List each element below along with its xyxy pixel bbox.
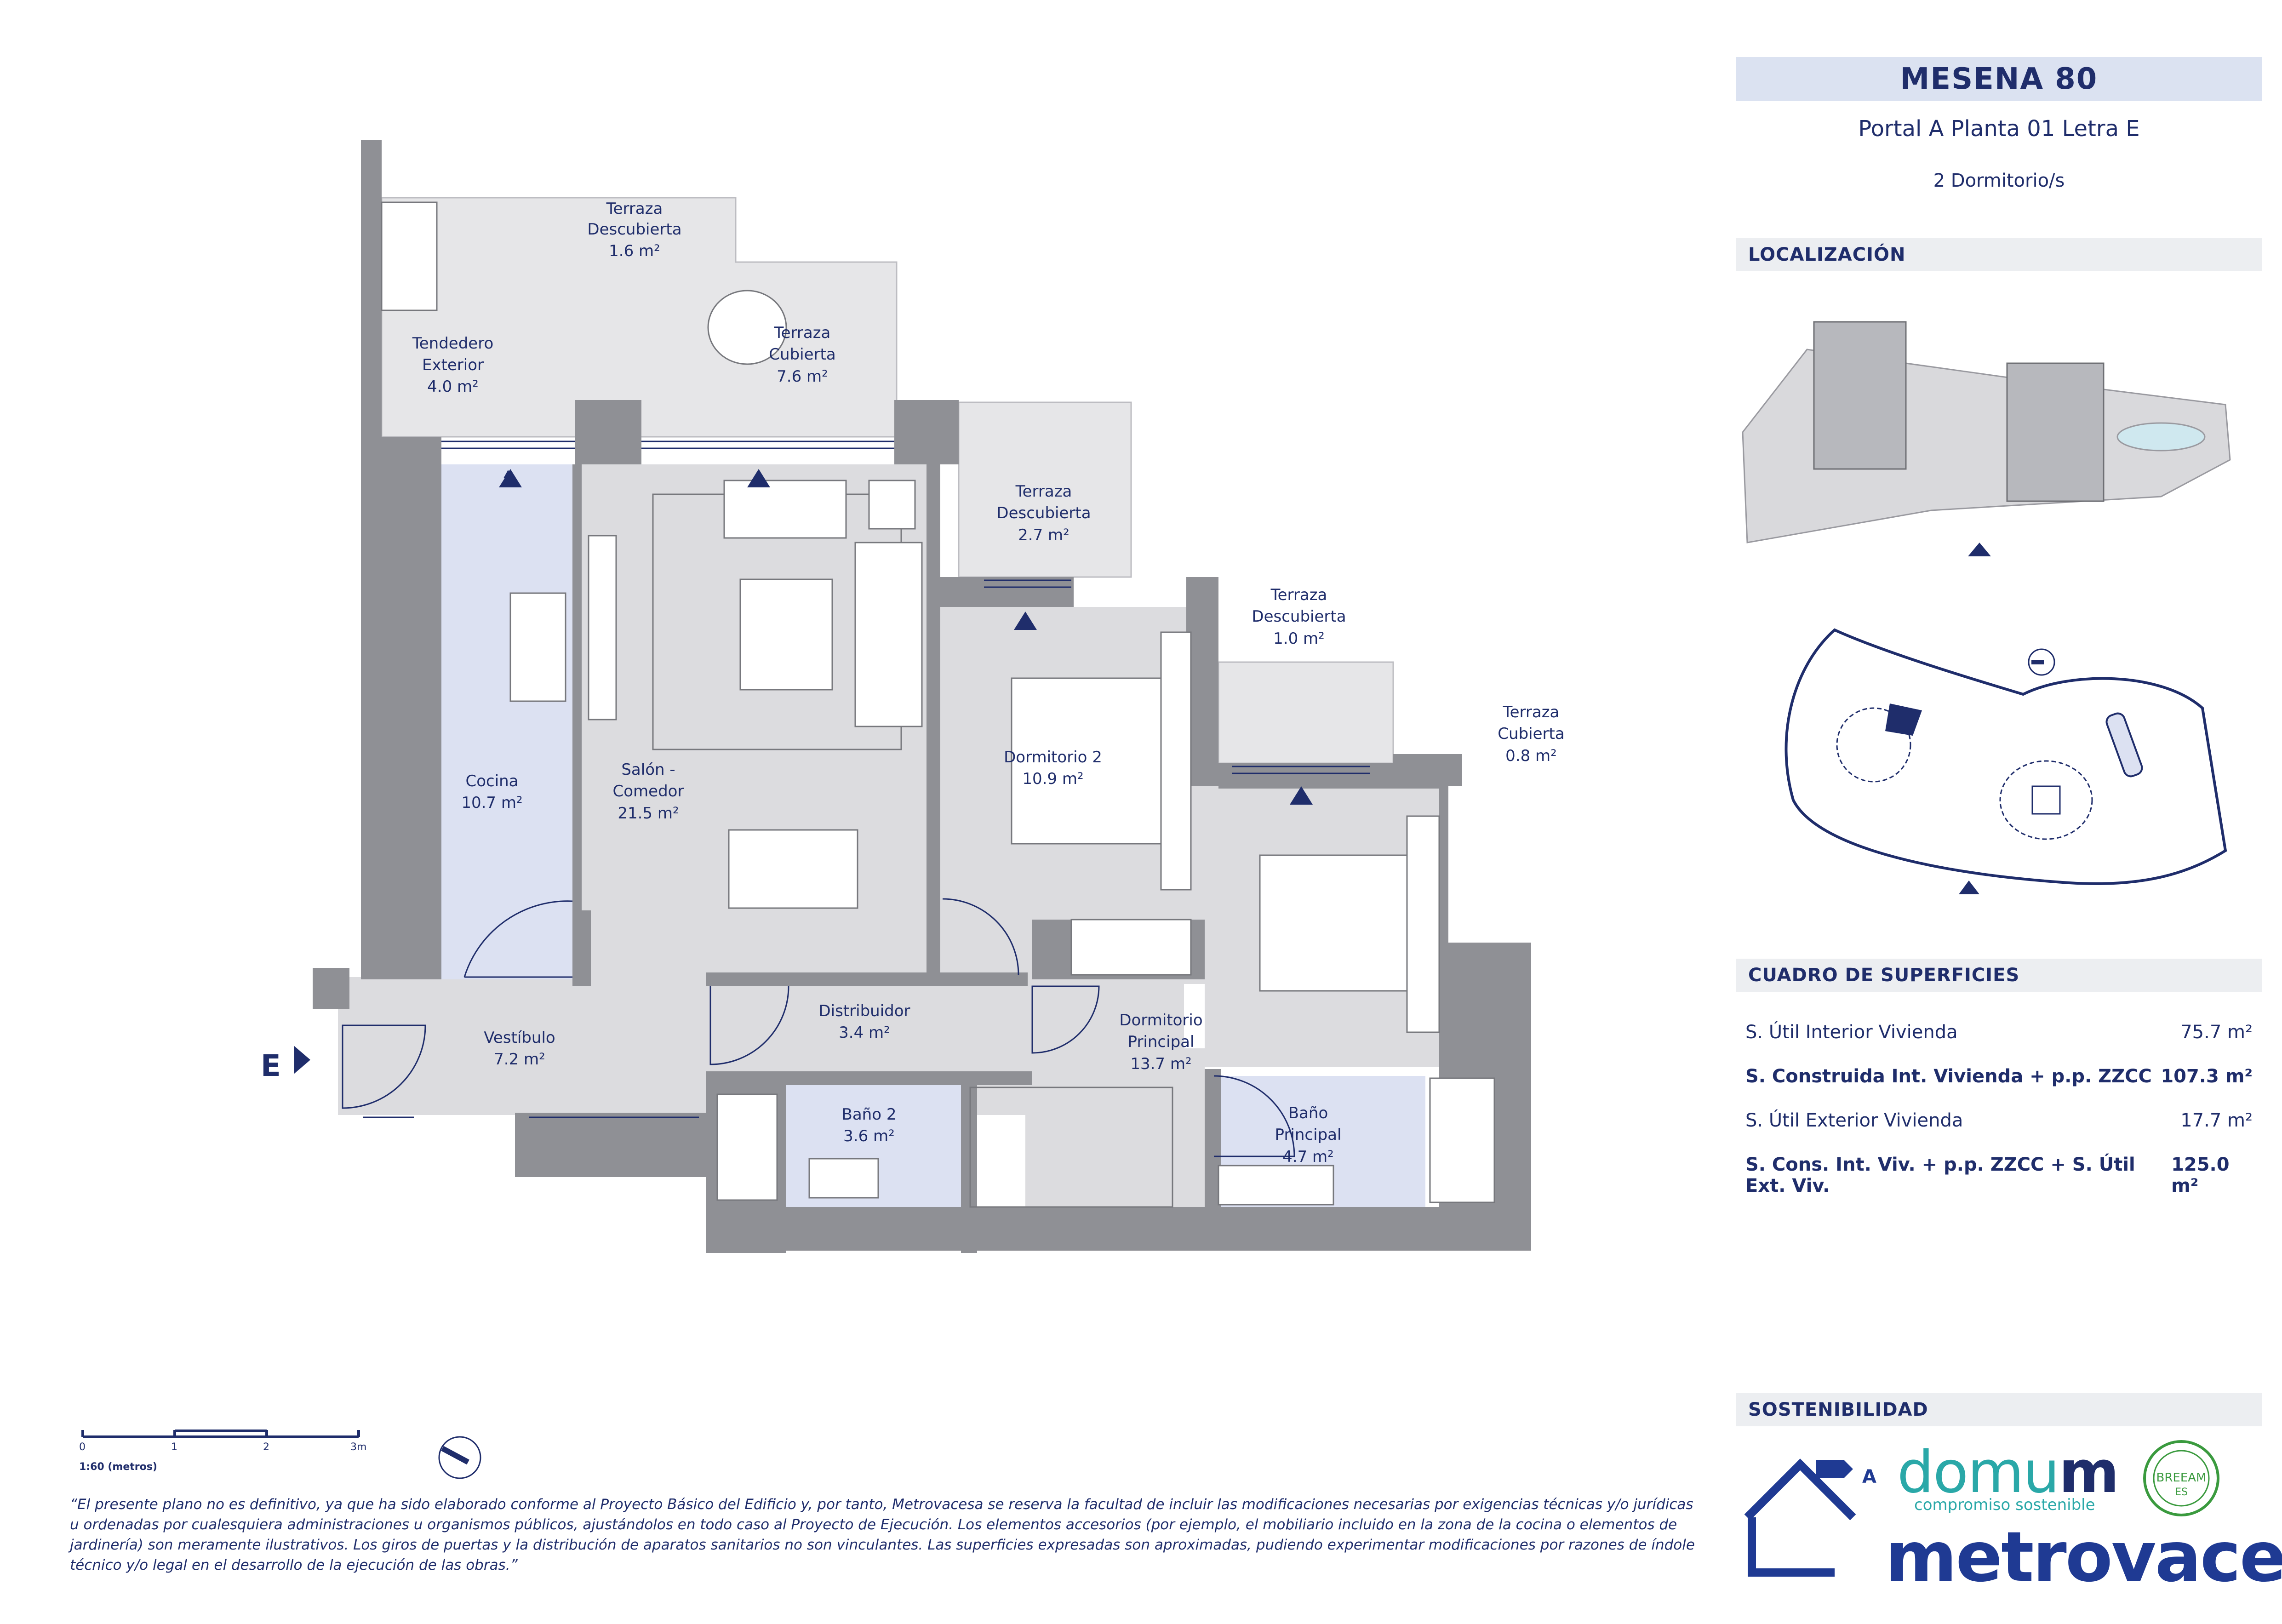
- tendedero-area: 4.0 m²: [427, 377, 479, 396]
- distribuidor-label: Distribuidor: [818, 1002, 910, 1020]
- terraza-desc-2-area: 2.7 m²: [1018, 526, 1070, 544]
- surface-label: S. Útil Exterior Vivienda: [1745, 1110, 1963, 1131]
- metrovacesa-logo: metrovacesa: [1885, 1517, 2282, 1597]
- scale-tick: 3m: [350, 1441, 367, 1453]
- scale-bar: [81, 1430, 360, 1438]
- bano2-label: Baño 2: [842, 1105, 897, 1124]
- terraza-desc-1-area: 1.6 m²: [609, 242, 660, 260]
- salon-l2: Comedor: [613, 782, 684, 801]
- terraza-cub-2-l1: Terraza: [1503, 703, 1560, 721]
- vestibulo-label: Vestíbulo: [484, 1029, 555, 1047]
- dormitorio2-area: 10.9 m²: [1022, 770, 1083, 788]
- scale-tick: 0: [79, 1441, 86, 1453]
- surface-label: S. Cons. Int. Viv. + p.p. ZZCC + S. Útil…: [1745, 1154, 2135, 1196]
- scale-tick: 1: [171, 1441, 177, 1453]
- breeam-text: BREEAM: [2156, 1471, 2207, 1485]
- site-map: [1784, 628, 2227, 894]
- domum-logo-b: m: [2059, 1438, 2119, 1506]
- wet-rooms: [441, 464, 1425, 1207]
- breeam-sub: ES: [2175, 1487, 2188, 1498]
- terraza-cub-1-l2: Cubierta: [769, 345, 835, 364]
- terraza-desc-3-l1: Terraza: [1270, 586, 1327, 604]
- scale-caption: 1:60 (metros): [79, 1461, 157, 1473]
- terraza-cub-1-area: 7.6 m²: [777, 367, 828, 386]
- room-labels: Terraza Descubierta 1.6 m² Tendedero Ext…: [412, 200, 1565, 1166]
- surface-value: 107.3 m²: [2161, 1066, 2253, 1087]
- surface-value: 125.0 m²: [2171, 1154, 2230, 1196]
- bano2-area: 3.6 m²: [843, 1127, 895, 1145]
- surface-row: S. Útil Exterior Vivienda 17.7 m²: [1745, 1110, 2253, 1131]
- surface-row: S. Útil Interior Vivienda 75.7 m²: [1745, 1022, 2253, 1043]
- disclaimer-text: “El presente plano no es definitivo, ya …: [70, 1496, 1695, 1573]
- distribuidor-area: 3.4 m²: [839, 1024, 890, 1042]
- north-icon: [2028, 648, 2055, 676]
- surface-value: 17.7 m²: [2180, 1110, 2253, 1131]
- surfaces-header: CUADRO DE SUPERFICIES: [1736, 959, 2262, 992]
- terraza-desc-2-l2: Descubierta: [996, 504, 1091, 522]
- bano-principal-area: 4.7 m²: [1282, 1148, 1334, 1166]
- terraza-cub-1-l1: Terraza: [774, 324, 831, 342]
- salon-l1: Salón -: [621, 761, 675, 779]
- terraza-desc-3-l2: Descubierta: [1252, 607, 1346, 626]
- sustainability-header: SOSTENIBILIDAD: [1736, 1393, 2262, 1426]
- location-header: LOCALIZACIÓN: [1736, 238, 2262, 271]
- tendedero-l1: Tendedero: [412, 334, 494, 353]
- vestibulo-area: 7.2 m²: [494, 1050, 545, 1069]
- furniture: [381, 201, 1495, 1208]
- salon-area: 21.5 m²: [618, 804, 679, 823]
- breeam-badge: BREEAM ES: [2143, 1440, 2219, 1516]
- terraza-cub-2-l2: Cubierta: [1498, 725, 1564, 743]
- terraza-desc-1-l1: Terraza: [606, 200, 663, 218]
- orientation-arrows: [294, 469, 1313, 1074]
- building-render-image: [1742, 321, 2231, 556]
- entry-label: E: [261, 1049, 281, 1083]
- domum-logo: domum: [1897, 1438, 2119, 1506]
- project-title: MESENA 80: [1736, 57, 2262, 101]
- energy-house-logo: A: [1744, 1458, 1876, 1577]
- bano-principal-l2: Principal: [1275, 1126, 1342, 1144]
- dormitorio-principal-l1: Dormitorio: [1119, 1011, 1202, 1029]
- windows: [363, 440, 1370, 1118]
- dormitorio-principal-area: 13.7 m²: [1130, 1055, 1191, 1073]
- compass-icon: [438, 1436, 481, 1479]
- surface-label: S. Construida Int. Vivienda + p.p. ZZCC: [1745, 1066, 2152, 1087]
- dormitorio2-label: Dormitorio 2: [1004, 748, 1102, 766]
- surface-value: 75.7 m²: [2180, 1022, 2253, 1043]
- tendedero-l2: Exterior: [422, 356, 484, 374]
- surface-row: S. Cons. Int. Viv. + p.p. ZZCC + S. Útil…: [1745, 1154, 2253, 1196]
- unit-subtitle: Portal A Planta 01 Letra E: [1858, 116, 2140, 142]
- terraza-desc-3-area: 1.0 m²: [1273, 629, 1325, 648]
- bedroom-count: 2 Dormitorio/s: [1933, 170, 2065, 191]
- domum-logo-a: domu: [1897, 1438, 2060, 1506]
- cocina-label: Cocina: [465, 772, 518, 790]
- dormitorio-principal-l2: Principal: [1128, 1033, 1195, 1051]
- scale-tick: 2: [263, 1441, 269, 1453]
- terraza-desc-1-l2: Descubierta: [587, 220, 681, 239]
- terraza-cub-2-area: 0.8 m²: [1505, 747, 1557, 765]
- cocina-area: 10.7 m²: [461, 794, 522, 812]
- domum-tagline: compromiso sostenible: [1914, 1496, 2095, 1514]
- doors: [342, 898, 1295, 1157]
- surface-label: S. Útil Interior Vivienda: [1745, 1022, 1958, 1043]
- energy-letter: A: [1862, 1466, 1876, 1487]
- bano-principal-l1: Baño: [1288, 1104, 1328, 1122]
- surface-row: S. Construida Int. Vivienda + p.p. ZZCC …: [1745, 1066, 2253, 1087]
- terraces: [381, 197, 1394, 764]
- terraza-desc-2-l1: Terraza: [1015, 482, 1072, 501]
